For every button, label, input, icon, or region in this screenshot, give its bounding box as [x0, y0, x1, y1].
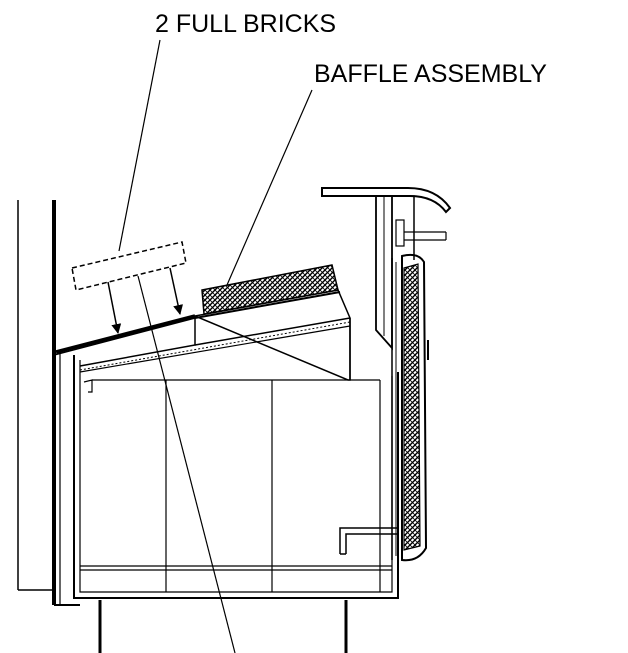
- firebox-shell: [73, 355, 399, 599]
- interior-panels: [80, 380, 392, 592]
- section-leader-line: [137, 275, 236, 653]
- baffle-assembly: [201, 264, 339, 315]
- arrow-left: [107, 281, 122, 334]
- baffle-leader-line: [226, 89, 313, 286]
- baffle-label: BAFFLE ASSEMBLY: [314, 60, 547, 88]
- bricks-leader-line: [118, 39, 161, 252]
- bricks-label: 2 FULL BRICKS: [155, 10, 336, 38]
- glass-door: [391, 253, 429, 562]
- legs: [98, 600, 348, 653]
- arrow-right: [169, 267, 183, 315]
- bricks-dashed-outline: [71, 241, 187, 291]
- door-bracket: [339, 527, 398, 555]
- smoke-shelf: [53, 289, 380, 393]
- back-wall: [17, 200, 80, 606]
